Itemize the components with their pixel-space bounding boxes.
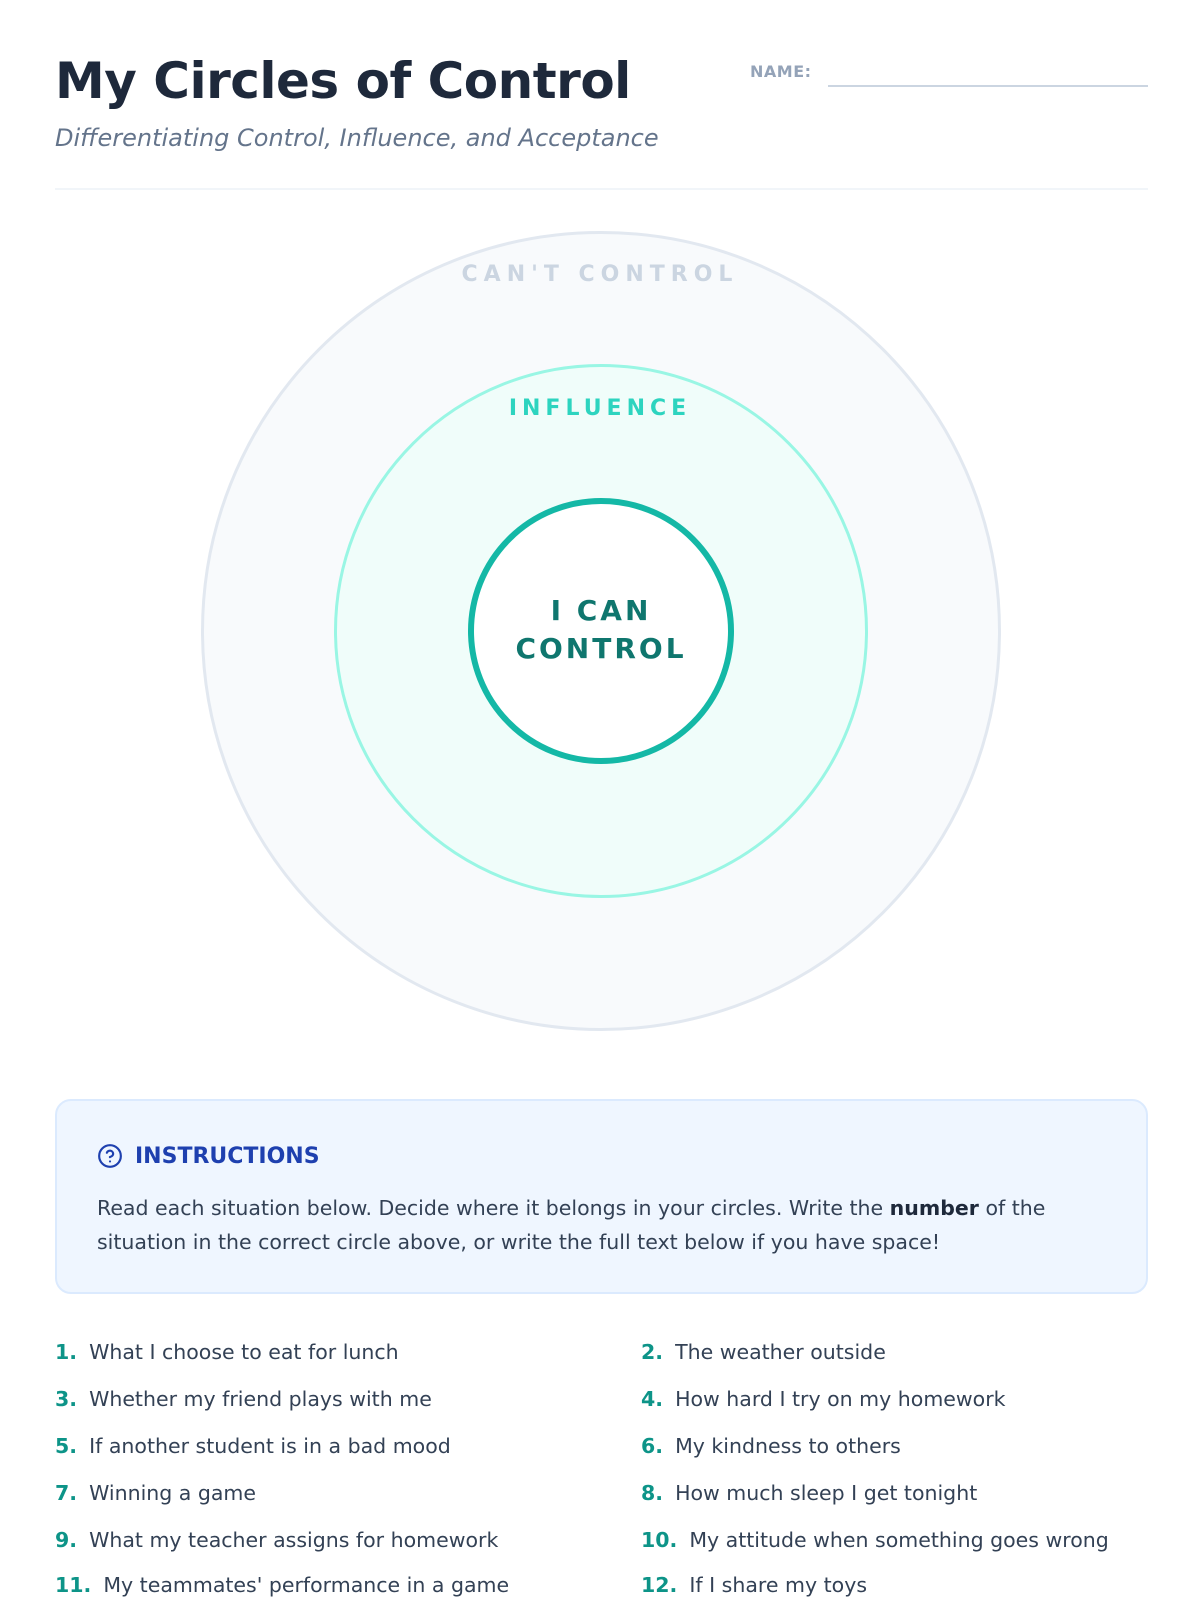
situation-number: 7. <box>55 1481 78 1505</box>
situation-item: 3. Whether my friend plays with me <box>55 1387 432 1411</box>
situation-item: 2. The weather outside <box>641 1340 886 1364</box>
situation-number: 8. <box>641 1481 664 1505</box>
page-title: My Circles of Control <box>55 52 631 110</box>
situation-text: If I share my toys <box>689 1573 868 1597</box>
instructions-box: INSTRUCTIONS Read each situation below. … <box>55 1099 1148 1294</box>
situation-item: 12. If I share my toys <box>641 1573 867 1597</box>
situation-number: 9. <box>55 1528 78 1552</box>
situation-item: 5. If another student is in a bad mood <box>55 1434 451 1458</box>
situations-list: 1. What I choose to eat for lunch 2. The… <box>55 1340 1148 1600</box>
help-circle-icon <box>98 1144 122 1168</box>
situation-item: 9. What my teacher assigns for homework <box>55 1528 498 1552</box>
situation-number: 2. <box>641 1340 664 1364</box>
page-subtitle: Differentiating Control, Influence, and … <box>55 124 659 152</box>
situation-text: The weather outside <box>675 1340 886 1364</box>
situation-text: How hard I try on my homework <box>675 1387 1006 1411</box>
situation-text: My attitude when something goes wrong <box>689 1528 1109 1552</box>
situation-item: 4. How hard I try on my homework <box>641 1387 1006 1411</box>
situation-number: 10. <box>641 1528 678 1552</box>
instructions-title: INSTRUCTIONS <box>135 1143 320 1169</box>
situation-text: My kindness to others <box>675 1434 901 1458</box>
situation-number: 5. <box>55 1434 78 1458</box>
situation-item: 1. What I choose to eat for lunch <box>55 1340 399 1364</box>
instructions-text: Read each situation below. Decide where … <box>97 1191 1107 1259</box>
instructions-header: INSTRUCTIONS <box>97 1143 320 1169</box>
situation-number: 6. <box>641 1434 664 1458</box>
influence-label: INFLUENCE <box>508 396 692 421</box>
situation-number: 1. <box>55 1340 78 1364</box>
situation-number: 12. <box>641 1573 678 1597</box>
can-control-circle <box>468 498 734 764</box>
situation-text: My teammates' performance in a game <box>103 1573 510 1597</box>
name-field[interactable] <box>828 85 1148 87</box>
instructions-text-start: Read each situation below. Decide where … <box>97 1196 890 1220</box>
situation-number: 11. <box>55 1573 92 1597</box>
can-control-label: I CAN CONTROL <box>515 594 687 665</box>
cant-control-label: CAN'T CONTROL <box>461 262 739 287</box>
situation-text: Winning a game <box>89 1481 257 1505</box>
situation-item: 11. My teammates' performance in a game <box>55 1573 509 1597</box>
situation-text: What I choose to eat for lunch <box>89 1340 399 1364</box>
situation-text: What my teacher assigns for homework <box>89 1528 499 1552</box>
situation-item: 10. My attitude when something goes wron… <box>641 1528 1109 1552</box>
situation-number: 4. <box>641 1387 664 1411</box>
situation-item: 8. How much sleep I get tonight <box>641 1481 977 1505</box>
header-divider <box>55 188 1148 190</box>
situation-item: 7. Winning a game <box>55 1481 256 1505</box>
instructions-text-end: of the situation in the correct circle a… <box>97 1196 1046 1254</box>
instructions-text-bold: number <box>889 1196 979 1220</box>
situation-text: Whether my friend plays with me <box>89 1387 432 1411</box>
situation-number: 3. <box>55 1387 78 1411</box>
name-label: NAME: <box>750 62 812 81</box>
situation-item: 6. My kindness to others <box>641 1434 901 1458</box>
situation-text: If another student is in a bad mood <box>89 1434 451 1458</box>
situation-text: How much sleep I get tonight <box>675 1481 978 1505</box>
